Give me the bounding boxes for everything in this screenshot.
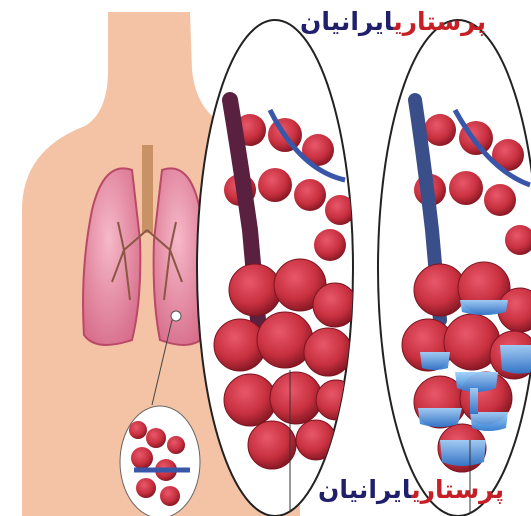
brand-logo-bottom: پرستاریایرانیان: [318, 476, 504, 504]
fluid-alveoli-oval: [378, 20, 531, 516]
small-zoom-circle: [120, 406, 200, 516]
normal-alveoli-oval: [197, 20, 357, 516]
brand-logo-top: پرستاریایرانیان: [300, 8, 486, 36]
logo-word-2: ایرانیان: [318, 475, 411, 504]
logo-word-2: ایرانیان: [300, 7, 393, 36]
magnify-marker: [171, 311, 181, 321]
logo-word-1: پرستاری: [411, 475, 504, 504]
trachea: [142, 145, 153, 233]
logo-word-1: پرستاری: [393, 7, 486, 36]
